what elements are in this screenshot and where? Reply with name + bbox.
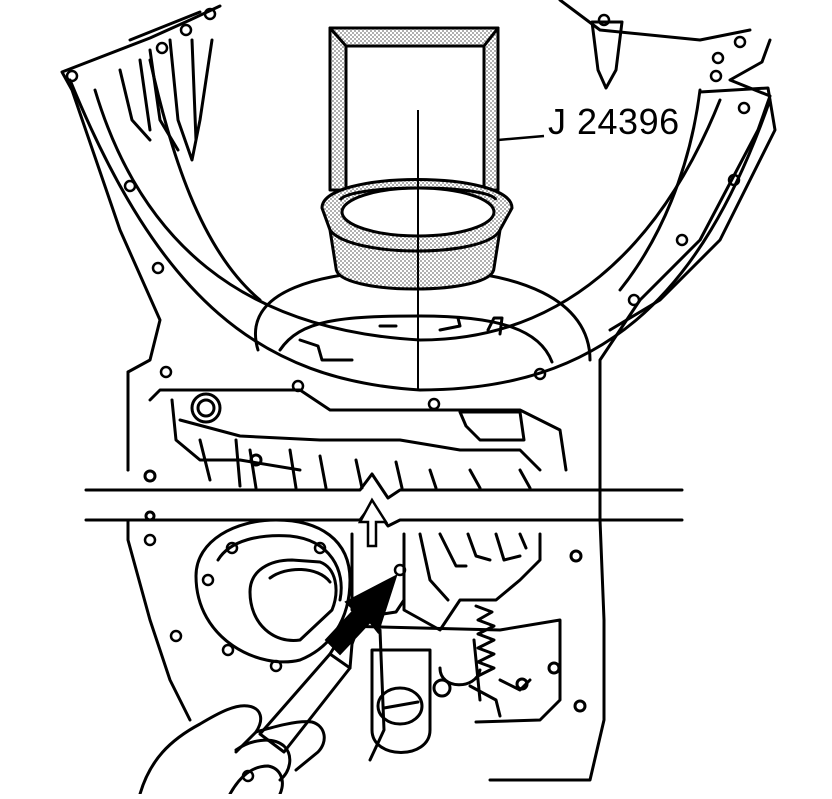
left-upper-lug xyxy=(130,0,750,40)
right-flange-plate xyxy=(610,88,775,330)
bolt-hole-left-mid xyxy=(145,471,155,481)
hand-fingers xyxy=(256,722,324,770)
valve-body-lower xyxy=(404,534,540,630)
bell-housing-top-left xyxy=(70,80,770,390)
valve-channels-lower xyxy=(420,534,526,600)
sump-outlet xyxy=(378,688,422,724)
pump-tangs xyxy=(300,318,502,360)
tool-handle xyxy=(330,28,498,190)
tool-number-label: J 24396 xyxy=(548,101,680,142)
air-nozzle-body xyxy=(260,654,350,752)
servo-piston xyxy=(250,560,336,641)
detent-bolt xyxy=(517,679,527,689)
detent-pivot xyxy=(434,680,450,696)
case-outline xyxy=(128,372,604,780)
upper-left-bore xyxy=(192,394,220,422)
seal-installer-tool xyxy=(322,28,512,289)
servo-cover-outline xyxy=(196,520,350,662)
valve-channels-upper xyxy=(200,440,530,488)
case-bolt-right-low xyxy=(575,701,585,711)
left-boss xyxy=(120,60,150,140)
detent-lever xyxy=(440,668,530,716)
pump-ring xyxy=(280,316,552,362)
upper-left-bore-inner xyxy=(198,400,214,416)
bell-housing-inner-edge xyxy=(150,60,700,300)
servo-piston-top xyxy=(270,569,330,582)
sump-screen xyxy=(372,650,430,753)
servo-cover-flange xyxy=(218,536,341,600)
upper-right-bracket xyxy=(460,412,524,440)
bolt-hole-inner xyxy=(251,455,261,465)
pan-bolt-right xyxy=(549,663,559,673)
bell-housing-inner-arc xyxy=(95,90,720,340)
up-arrow-marker xyxy=(360,500,386,546)
hand-thumb xyxy=(236,740,290,780)
case-bolt-right xyxy=(571,551,581,561)
break-line-top xyxy=(86,474,682,498)
case-inner-rim xyxy=(150,390,566,470)
left-dowel xyxy=(150,40,212,160)
detent-spring xyxy=(476,606,494,676)
callout-leader xyxy=(498,136,544,140)
right-dowel xyxy=(592,22,622,88)
case-bolt-left xyxy=(146,512,154,520)
target-passage xyxy=(395,565,405,575)
direction-arrow xyxy=(326,576,396,654)
hand-outline xyxy=(140,706,282,794)
sump-outlet-bar xyxy=(384,702,418,708)
